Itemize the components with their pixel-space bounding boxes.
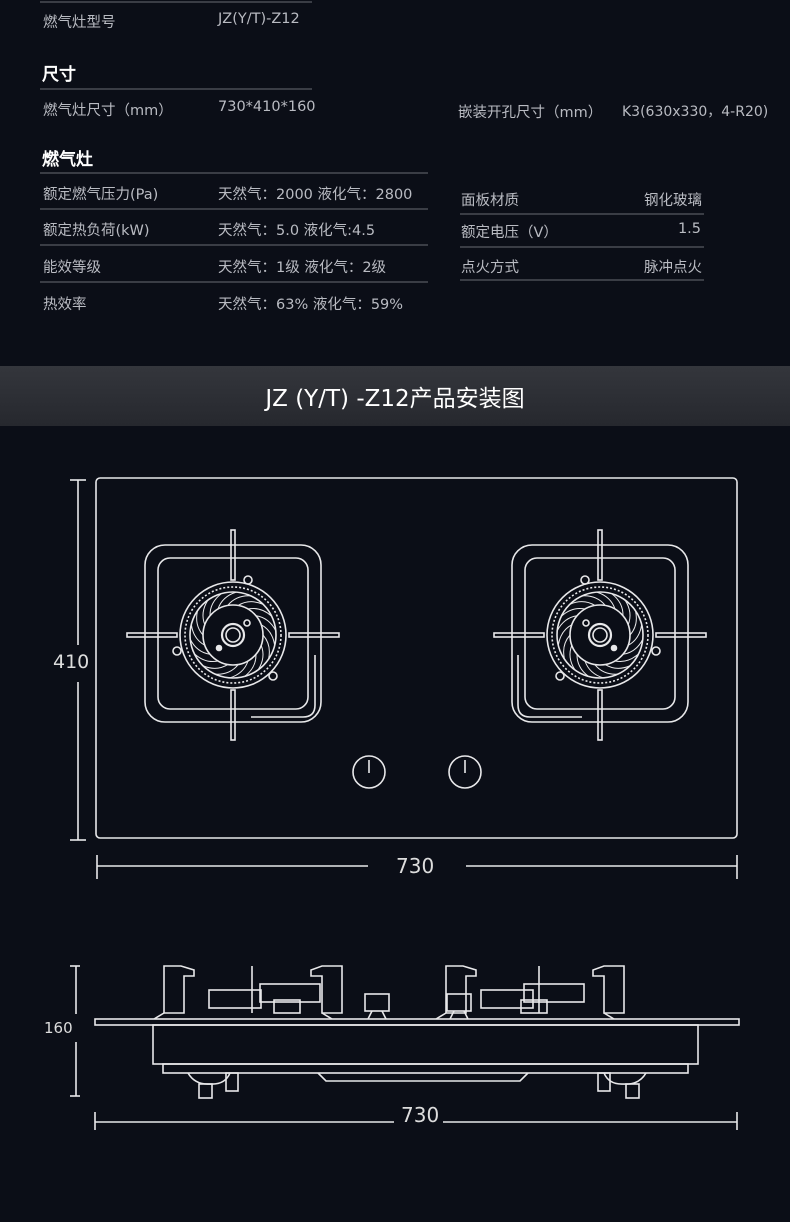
size-label: 燃气灶尺寸（mm） [43,103,173,119]
divider [40,244,428,246]
glass-panel [94,1018,740,1026]
spec-value: 脉冲点火 [644,260,702,276]
knob-right [448,755,482,789]
spec-label: 点火方式 [461,260,519,276]
model-value: JZ(Y/T)-Z12 [218,11,300,27]
side-view [70,965,740,1130]
divider [40,88,312,90]
divider [40,208,428,210]
spec-label: 额定热负荷(kW) [43,223,150,239]
spec-label: 额定燃气压力(Pa) [43,187,159,203]
side-width-dimension-line [94,1112,738,1130]
burner-right [493,529,707,741]
spec-label: 面板材质 [461,193,519,209]
cutout-value: K3(630x330，4-R20) [622,104,769,120]
divider [460,279,704,281]
width-dimension-line [96,855,738,879]
top-height-label: 410 [53,651,90,673]
top-view [70,477,738,879]
top-width-label: 730 [396,854,435,878]
spec-value: 天然气：5.0 液化气:4.5 [218,223,376,239]
spec-label: 额定电压（V） [461,225,558,241]
model-label: 燃气灶型号 [43,15,116,31]
knob-left [352,755,386,789]
section-heading-dimensions: 尺寸 [42,65,76,85]
spec-value: 1.5 [677,221,701,237]
side-burner-left [153,965,343,1020]
spec-value: 天然气：63% 液化气：59% [218,297,404,313]
burner-left [126,529,340,741]
side-height-label: 160 [44,1019,73,1037]
divider [460,246,704,248]
height-dimension-line [70,479,86,841]
section-heading-stove: 燃气灶 [42,150,93,170]
divider [40,172,428,174]
divider [40,1,312,3]
cutout-label: 嵌装开孔尺寸（mm） [458,105,603,121]
banner-title: JZ (Y/T) -Z12产品安装图 [265,386,525,412]
spec-value: 天然气：2000 液化气：2800 [218,187,413,203]
size-value: 730*410*160 [218,99,316,115]
side-height-dimension-line [70,965,80,1097]
spec-value: 天然气：1级 液化气：2级 [218,260,387,276]
side-width-label: 730 [401,1103,440,1127]
cooktop-outline [95,477,738,839]
spec-label: 能效等级 [43,260,101,276]
body [152,1024,699,1065]
side-burner-right [435,965,625,1020]
divider [460,213,704,215]
spec-value: 钢化玻璃 [644,193,702,209]
section-banner: JZ (Y/T) -Z12产品安装图 [0,366,790,426]
spec-label: 热效率 [43,297,87,313]
divider [40,281,428,283]
